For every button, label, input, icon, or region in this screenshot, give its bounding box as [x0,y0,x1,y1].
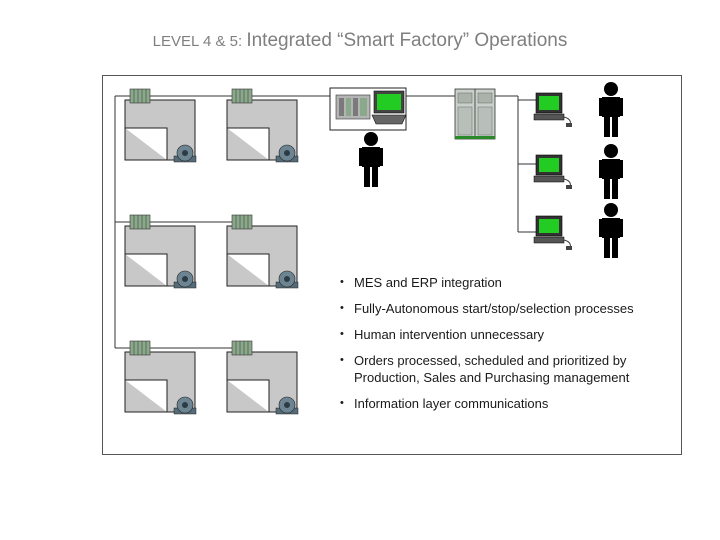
person-icon [599,203,623,258]
title-prefix: LEVEL 4 & 5: [152,33,247,50]
person-icon [599,82,623,137]
control-station [329,87,407,131]
plc-rack-icon [335,94,371,120]
machine-unit [124,351,196,413]
list-item-text: Information layer communications [354,396,549,411]
bullet-icon: • [340,397,344,409]
machine-unit [226,99,298,161]
diagram-frame [102,75,682,455]
page-title: LEVEL 4 & 5: Integrated “Smart Factory” … [0,30,720,52]
list-item-text: Human intervention unnecessary [354,327,545,342]
machine-unit [124,225,196,287]
network-lines [114,95,536,349]
computer-icon [533,154,572,189]
bullet-icon: • [340,276,344,288]
computer-icon [371,90,407,125]
list-item: • MES and ERP integration [340,274,670,291]
list-item: • Information layer communications [340,395,670,412]
feature-list: • MES and ERP integration • Fully-Autonomo… [340,274,670,421]
machine-unit [226,225,298,287]
pump-icon [173,144,197,163]
plc-icon [129,88,151,104]
pump-icon [275,396,299,415]
pump-icon [275,270,299,289]
title-main: Integrated “Smart Factory” Operations [246,30,568,51]
list-item-text: Fully-Autonomous start/stop/selection pr… [354,301,634,316]
pump-icon [173,270,197,289]
list-item-text: Orders processed, scheduled and prioriti… [354,353,630,385]
bullet-icon: • [340,302,344,314]
plc-icon [129,340,151,356]
plc-icon [231,340,253,356]
pump-icon [275,144,299,163]
plc-icon [231,88,253,104]
list-item: • Human intervention unnecessary [340,326,670,343]
machine-unit [124,99,196,161]
bullet-icon: • [340,354,344,366]
list-item: • Orders processed, scheduled and priorit… [340,352,670,386]
computer-icon [533,92,572,127]
list-item: • Fully-Autonomous start/stop/selection p… [340,300,670,317]
computer-icon [533,215,572,250]
person-icon [359,132,383,187]
bullet-icon: • [340,328,344,340]
pump-icon [173,396,197,415]
list-item-text: MES and ERP integration [354,275,502,290]
server-icon [454,88,496,140]
plc-icon [129,214,151,230]
person-icon [599,144,623,199]
plc-icon [231,214,253,230]
